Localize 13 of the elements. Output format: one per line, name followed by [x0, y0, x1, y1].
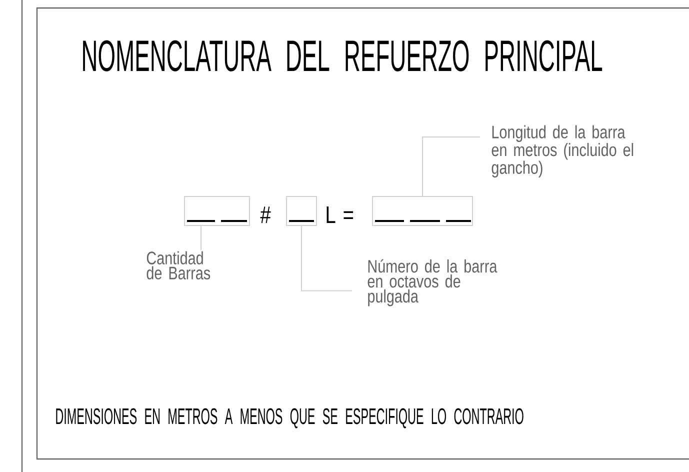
- note-text: DIMENSIONES EN METROS A MENOS QUE SE ESPECIFIQUE LO CONTRARIO: [56, 408, 524, 428]
- annotation-text: Cantidad de Barras: [146, 251, 210, 280]
- fill-in-box: [372, 196, 473, 226]
- fill-in-box: [184, 196, 250, 226]
- leader-line: [422, 136, 480, 196]
- title: NOMENCLATURA DEL REFUERZO PRINCIPAL: [83, 40, 602, 72]
- notation-symbol: L =: [326, 206, 354, 223]
- leader-line: [301, 226, 352, 292]
- annotation-text: Número de la barra en octavos de pulgada: [368, 259, 498, 306]
- annotation-text: Longitud de la barra en metros (incluido el gancho): [492, 125, 634, 178]
- fill-in-box: [286, 196, 317, 226]
- notation-symbol: #: [260, 206, 271, 223]
- leader-line: [200, 226, 202, 250]
